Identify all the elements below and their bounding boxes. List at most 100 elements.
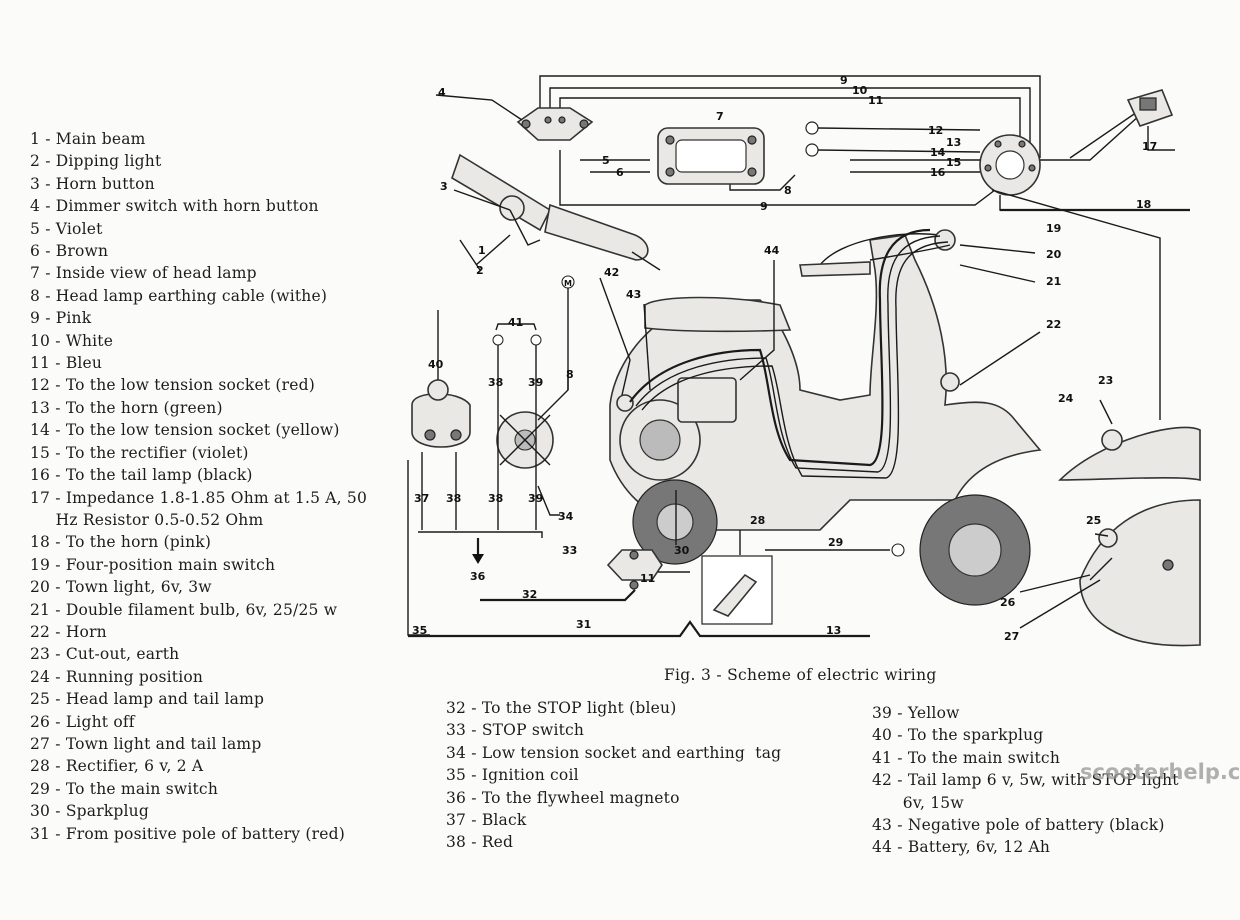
label-24: 24 bbox=[1058, 392, 1074, 405]
legend-item: 7 - Inside view of head lamp bbox=[30, 264, 257, 283]
wiring-harness bbox=[629, 228, 951, 479]
legend-item: 8 - Head lamp earthing cable (withe) bbox=[30, 286, 328, 305]
legend-item: 26 - Light off bbox=[30, 712, 135, 731]
legend-item: 39 - Yellow bbox=[872, 704, 960, 722]
label-7: 7 bbox=[716, 110, 724, 123]
label-9: 9 bbox=[840, 74, 848, 87]
legend-item: 21 - Double filament bulb, 6v, 25/25 w bbox=[30, 600, 338, 619]
label-27: 27 bbox=[1004, 630, 1019, 643]
label-26: 26 bbox=[1000, 596, 1016, 609]
legend-item: 17 - Impedance 1.8-1.85 Ohm at 1.5 A, 50 bbox=[30, 488, 368, 507]
legend-item: 37 - Black bbox=[446, 811, 527, 830]
wire-end-markers bbox=[805, 121, 981, 173]
legend-item: 15 - To the rectifier (violet) bbox=[30, 443, 249, 462]
label-38-upper: 38 bbox=[488, 376, 503, 389]
label-43: 43 bbox=[626, 288, 641, 301]
label-2: 2 bbox=[476, 264, 484, 277]
label-41: 41 bbox=[508, 316, 523, 329]
legend-item: 33 - STOP switch bbox=[446, 721, 585, 740]
legend-item: 32 - To the STOP light (bleu) bbox=[446, 699, 677, 717]
handlebar-grip-icon bbox=[451, 153, 661, 271]
label-10: 10 bbox=[852, 84, 868, 97]
legend-item: 28 - Rectifier, 6 v, 2 A bbox=[30, 757, 204, 776]
label-38-b: 38 bbox=[488, 492, 503, 505]
legend-item: 9 - Pink bbox=[30, 309, 92, 328]
legend-item: 40 - To the sparkplug bbox=[872, 726, 1044, 745]
label-8-lower: 8 bbox=[566, 368, 574, 381]
flywheel-magneto-icon bbox=[418, 275, 575, 564]
label-40: 40 bbox=[428, 358, 444, 371]
label-23: 23 bbox=[1098, 374, 1113, 387]
label-30: 30 bbox=[674, 544, 690, 557]
diagram-labels: 4 9 10 11 7 5 6 8 9 12 13 14 15 16 17 18… bbox=[412, 74, 1157, 643]
legend-item: 30 - Sparkplug bbox=[30, 802, 149, 821]
legend-item: 27 - Town light and tail lamp bbox=[30, 734, 262, 753]
label-12: 12 bbox=[928, 124, 943, 137]
legend-item: 38 - Red bbox=[446, 833, 514, 852]
legend-item: 23 - Cut-out, earth bbox=[30, 645, 180, 664]
label-6: 6 bbox=[616, 166, 624, 179]
legend-item: 36 - To the flywheel magneto bbox=[446, 788, 680, 807]
label-1: 1 bbox=[478, 244, 486, 257]
head-lamp-icon bbox=[1058, 426, 1201, 647]
dimmer-switch-icon bbox=[516, 107, 594, 141]
legend-item: 13 - To the horn (green) bbox=[30, 398, 223, 417]
rectifier-icon bbox=[408, 543, 905, 638]
legend-item: 20 - Town light, 6v, 3w bbox=[30, 578, 212, 597]
label-44: 44 bbox=[764, 244, 780, 257]
legend-middle-column: 32 - To the STOP light (bleu) 33 - STOP … bbox=[446, 697, 781, 854]
label-15: 15 bbox=[946, 156, 961, 169]
wiring-diagram: 4 9 10 11 7 5 6 8 9 12 13 14 15 16 17 18… bbox=[407, 74, 1201, 647]
legend-item: 14 - To the low tension socket (yellow) bbox=[30, 421, 340, 440]
label-31: 31 bbox=[576, 618, 591, 631]
label-22: 22 bbox=[1046, 318, 1061, 331]
site-watermark: scooterhelp.com bbox=[1080, 760, 1240, 784]
legend-item: 6v, 15w bbox=[872, 793, 964, 812]
legend-item: 42 - Tail lamp 6 v, 5w, with STOP light bbox=[872, 771, 1179, 790]
label-5: 5 bbox=[602, 154, 610, 167]
label-19: 19 bbox=[1046, 222, 1061, 235]
legend-item: Hz Resistor 0.5-0.52 Ohm bbox=[30, 510, 264, 529]
legend-item: 43 - Negative pole of battery (black) bbox=[872, 816, 1165, 835]
legend-item: 5 - Violet bbox=[30, 219, 103, 238]
stop-switch-icon bbox=[480, 549, 690, 602]
legend-item: 25 - Head lamp and tail lamp bbox=[30, 690, 265, 709]
legend-right-column: 39 - Yellow 40 - To the sparkplug 41 - T… bbox=[872, 702, 1179, 859]
label-42: 42 bbox=[604, 266, 619, 279]
label-17: 17 bbox=[1142, 140, 1157, 153]
legend-item: 41 - To the main switch bbox=[872, 748, 1060, 767]
label-13: 13 bbox=[946, 136, 961, 149]
legend-item: 12 - To the low tension socket (red) bbox=[30, 376, 316, 395]
label-18: 18 bbox=[1136, 198, 1151, 211]
legend-item: 22 - Horn bbox=[30, 622, 107, 641]
label-20: 20 bbox=[1046, 248, 1062, 261]
head-lamp-inside-icon bbox=[657, 127, 765, 185]
label-25: 25 bbox=[1086, 514, 1101, 527]
label-28: 28 bbox=[750, 514, 765, 527]
impedance-icon bbox=[1126, 89, 1175, 151]
legend-item: 31 - From positive pole of battery (red) bbox=[30, 824, 345, 843]
label-13-lower: 13 bbox=[826, 624, 841, 637]
legend-item: 4 - Dimmer switch with horn button bbox=[30, 197, 319, 216]
scooter-body-icon bbox=[609, 229, 1042, 606]
legend-item: 1 - Main beam bbox=[30, 130, 146, 148]
label-39-upper: 39 bbox=[528, 376, 543, 389]
label-11-lower: 11 bbox=[640, 572, 655, 585]
legend-item: 2 - Dipping light bbox=[30, 152, 162, 171]
legend-item: 6 - Brown bbox=[30, 242, 109, 261]
legend-item: 3 - Horn button bbox=[30, 174, 155, 193]
label-34: 34 bbox=[558, 510, 574, 523]
legend-item: 24 - Running position bbox=[30, 667, 204, 686]
label-11: 11 bbox=[868, 94, 883, 107]
label-32: 32 bbox=[522, 588, 537, 601]
label-14: 14 bbox=[930, 146, 946, 159]
main-switch-icon bbox=[979, 134, 1041, 196]
legend-item: 29 - To the main switch bbox=[30, 779, 218, 798]
label-8: 8 bbox=[784, 184, 792, 197]
leader-lines bbox=[435, 94, 1161, 629]
legend-item: 34 - Low tension socket and earthing tag bbox=[446, 743, 782, 762]
label-33: 33 bbox=[562, 544, 577, 557]
figure-caption: Fig. 3 - Scheme of electric wiring bbox=[664, 666, 937, 684]
label-21: 21 bbox=[1046, 275, 1061, 288]
label-39: 39 bbox=[528, 492, 543, 505]
